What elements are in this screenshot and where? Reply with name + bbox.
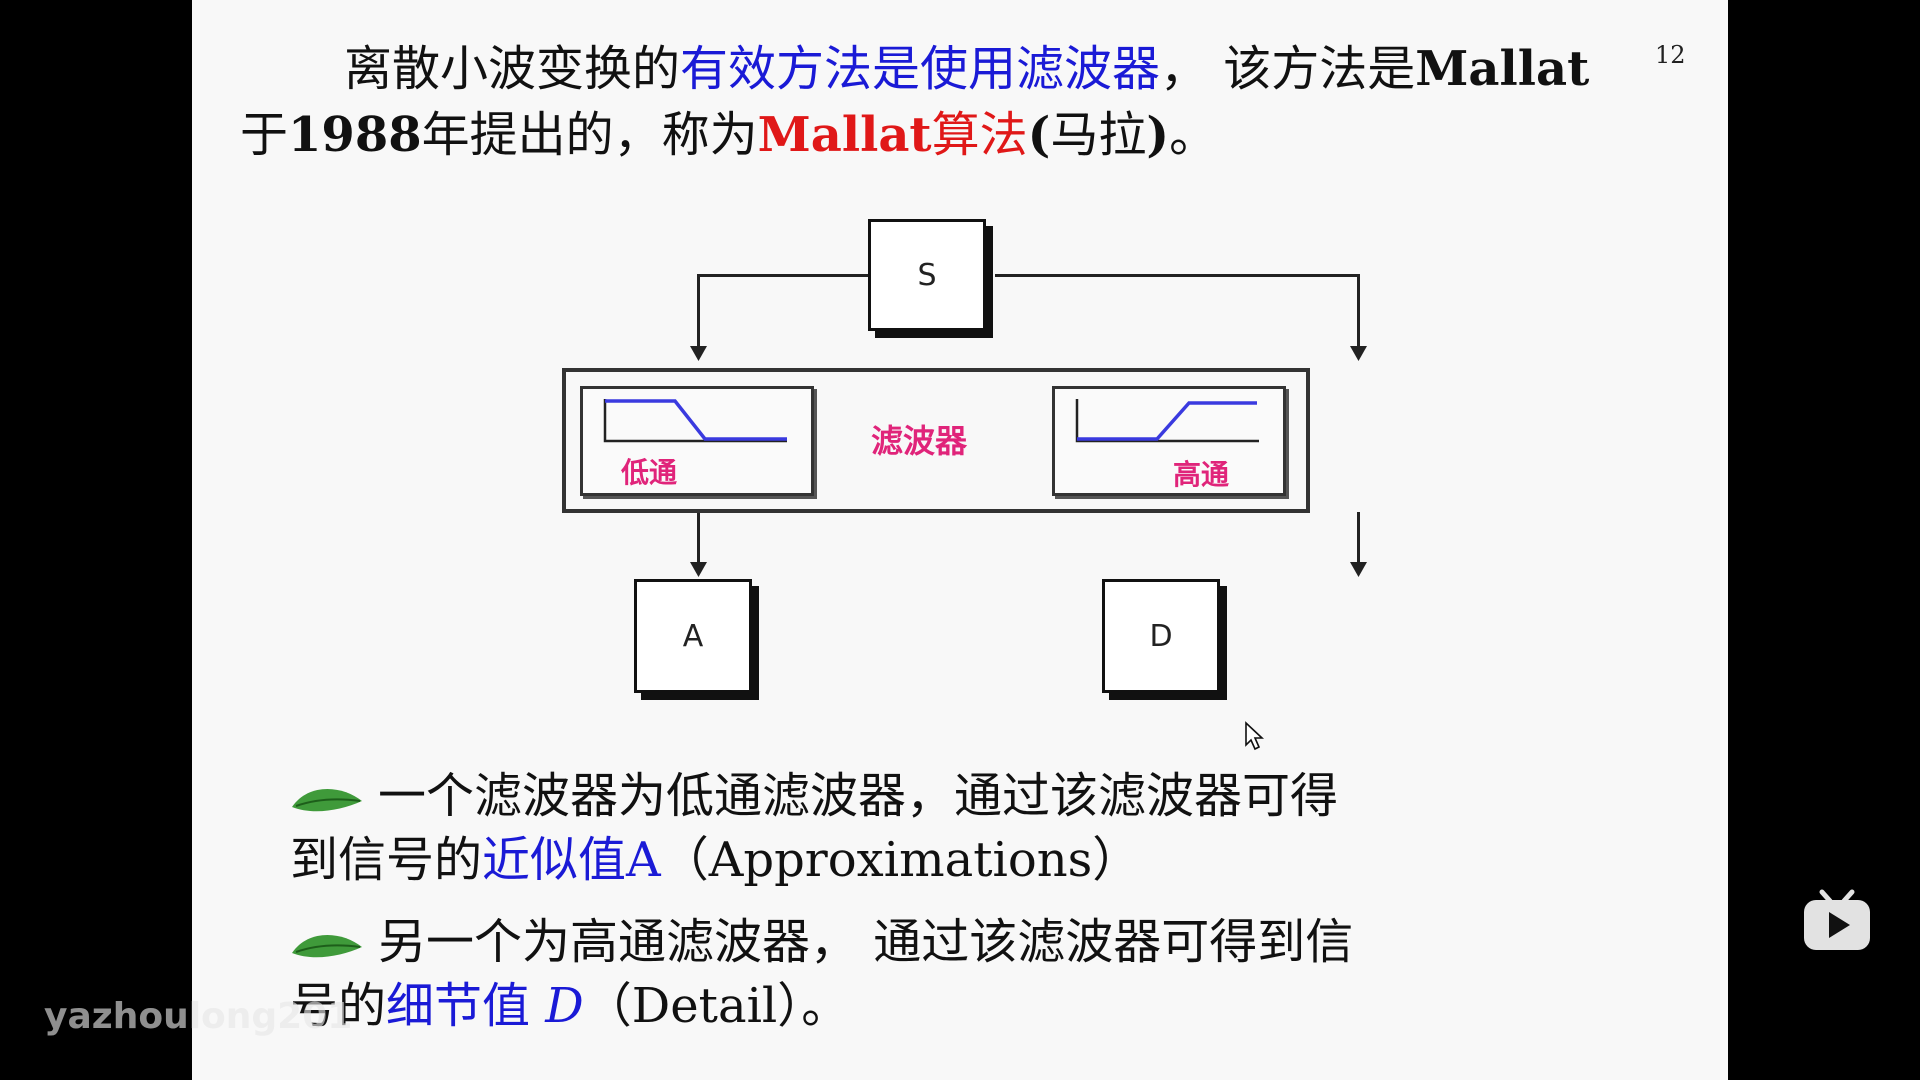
intro-text: 年提出的，称为 — [421, 107, 758, 163]
mallat-diagram: S 低通 滤波器 高通 A — [192, 0, 1728, 720]
detail-label: D — [1149, 618, 1173, 654]
connector-line — [697, 274, 700, 350]
green-leaf-bullet-icon — [292, 788, 362, 811]
bullet-line: 号的 — [290, 978, 387, 1034]
connector-line — [697, 512, 700, 566]
intro-mala: 马拉 — [1050, 107, 1147, 163]
intro-period: 。 — [1169, 107, 1218, 163]
bullet-lowpass: 一个滤波器为低通滤波器，通过该滤波器可得 到信号的近似值A（Approximat… — [290, 764, 1610, 892]
bullet-line: 另一个为高通滤波器， 通过该滤波器可得到信 — [378, 914, 1354, 970]
connector-line — [995, 274, 1360, 277]
intro-paragraph: 离散小波变换的有效方法是使用滤波器， 该方法是Mallat于1988年提出的，称… — [240, 36, 1630, 168]
arrow-down-icon — [690, 562, 707, 577]
page-number: 12 — [1655, 41, 1686, 69]
mouse-pointer-icon — [1245, 721, 1265, 751]
bilibili-tv-icon[interactable] — [1802, 888, 1872, 952]
uploader-watermark: yazhoulong201 — [44, 996, 353, 1037]
source-box-s: S — [868, 219, 986, 331]
connector-line — [1357, 512, 1360, 566]
highpass-label: 高通 — [1173, 458, 1230, 491]
lowpass-filter-box: 低通 — [580, 386, 814, 496]
intro-highlight-method: 有效方法是使用滤波器 — [680, 41, 1161, 97]
intro-paren-close: ) — [1146, 107, 1170, 163]
bullet-period: 。 — [801, 978, 850, 1034]
highpass-filter-box: 高通 — [1052, 386, 1286, 496]
detail-english: （Detail） — [583, 978, 802, 1034]
green-leaf-bullet-icon — [292, 934, 362, 957]
bullet-highpass: 另一个为高通滤波器， 通过该滤波器可得到信 号的细节值 D（Detail）。 — [290, 910, 1610, 1038]
filter-bank-label: 滤波器 — [871, 422, 968, 460]
intro-paren-open: ( — [1027, 107, 1051, 163]
arrow-down-icon — [690, 346, 707, 361]
intro-algorithm: 算法 — [931, 107, 1028, 163]
intro-text: 离散小波变换的 — [344, 41, 681, 97]
intro-text: ， 该方法是 — [1160, 41, 1416, 97]
approximation-term: 近似值A — [482, 832, 661, 888]
arrowheads — [690, 346, 1367, 577]
bullet-line: 到信号的 — [290, 832, 483, 888]
connector-line — [697, 274, 917, 277]
source-label: S — [917, 257, 937, 293]
arrow-down-icon — [1350, 562, 1367, 577]
bullet-line: 一个滤波器为低通滤波器，通过该滤波器可得 — [378, 768, 1339, 824]
detail-box-d: D — [1102, 579, 1220, 693]
intro-mallat-name: Mallat — [1415, 41, 1590, 97]
lowpass-response-icon — [603, 399, 787, 443]
approx-box-a: A — [634, 579, 752, 693]
lowpass-label: 低通 — [621, 456, 678, 489]
detail-term: 细节值 — [386, 978, 531, 1034]
intro-mallat-algorithm-name: Mallat — [757, 107, 932, 163]
highpass-response-icon — [1075, 399, 1259, 443]
detail-variable: D — [545, 978, 584, 1034]
approximation-english: （Approximations） — [660, 832, 1141, 888]
arrow-down-icon — [1350, 346, 1367, 361]
intro-text: 于 — [240, 107, 289, 163]
connector-line — [1357, 274, 1360, 350]
approx-label: A — [682, 618, 704, 654]
slide: 12 离散小波变换的有效方法是使用滤波器， 该方法是Mallat于1988年提出… — [192, 0, 1728, 1080]
intro-year: 1988 — [288, 107, 422, 163]
